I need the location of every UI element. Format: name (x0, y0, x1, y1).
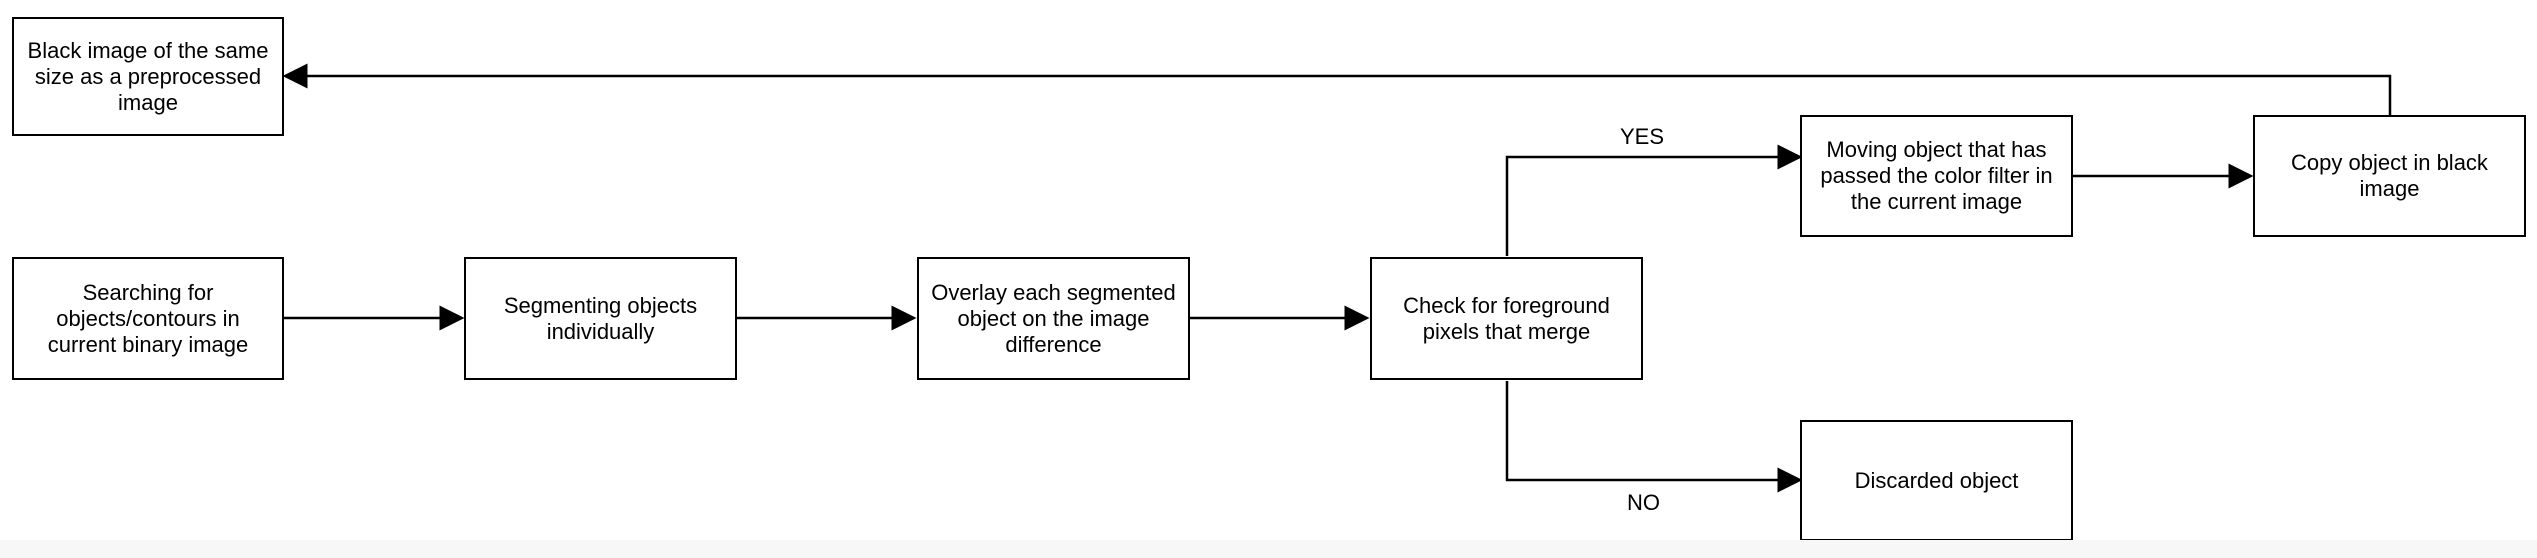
node-segment-objects-label: Segmenting objects individually (503, 292, 698, 344)
node-moving-object: Moving object that has passed the color … (1800, 115, 2073, 237)
node-segment-objects: Segmenting objects individually (464, 257, 737, 380)
bottom-margin-strip (0, 540, 2537, 558)
node-black-image-label: Black image of the same size as a prepro… (27, 37, 269, 115)
arrow-check-to-discard-no (1505, 381, 1803, 493)
node-overlay: Overlay each segmented object on the ima… (917, 257, 1190, 380)
arrow-copy-to-black-image (282, 63, 2392, 115)
node-discarded-object: Discarded object (1800, 420, 2073, 541)
node-discarded-object-label: Discarded object (1854, 467, 2019, 493)
node-copy-object: Copy object in black image (2253, 115, 2526, 237)
arrow-check-to-moving-yes (1505, 144, 1803, 256)
node-search-objects: Searching for objects/contours in curren… (12, 257, 284, 380)
node-search-objects-label: Searching for objects/contours in curren… (47, 279, 249, 357)
node-check-foreground-label: Check for foreground pixels that merge (1403, 292, 1610, 344)
node-black-image: Black image of the same size as a prepro… (12, 17, 284, 136)
node-moving-object-label: Moving object that has passed the color … (1820, 137, 2053, 214)
node-overlay-label: Overlay each segmented object on the ima… (931, 279, 1176, 357)
node-copy-object-label: Copy object in black image (2291, 150, 2488, 201)
edge-label-no: NO (1627, 490, 1660, 515)
edge-label-yes: YES (1620, 124, 1665, 149)
node-check-foreground: Check for foreground pixels that merge (1370, 257, 1643, 380)
